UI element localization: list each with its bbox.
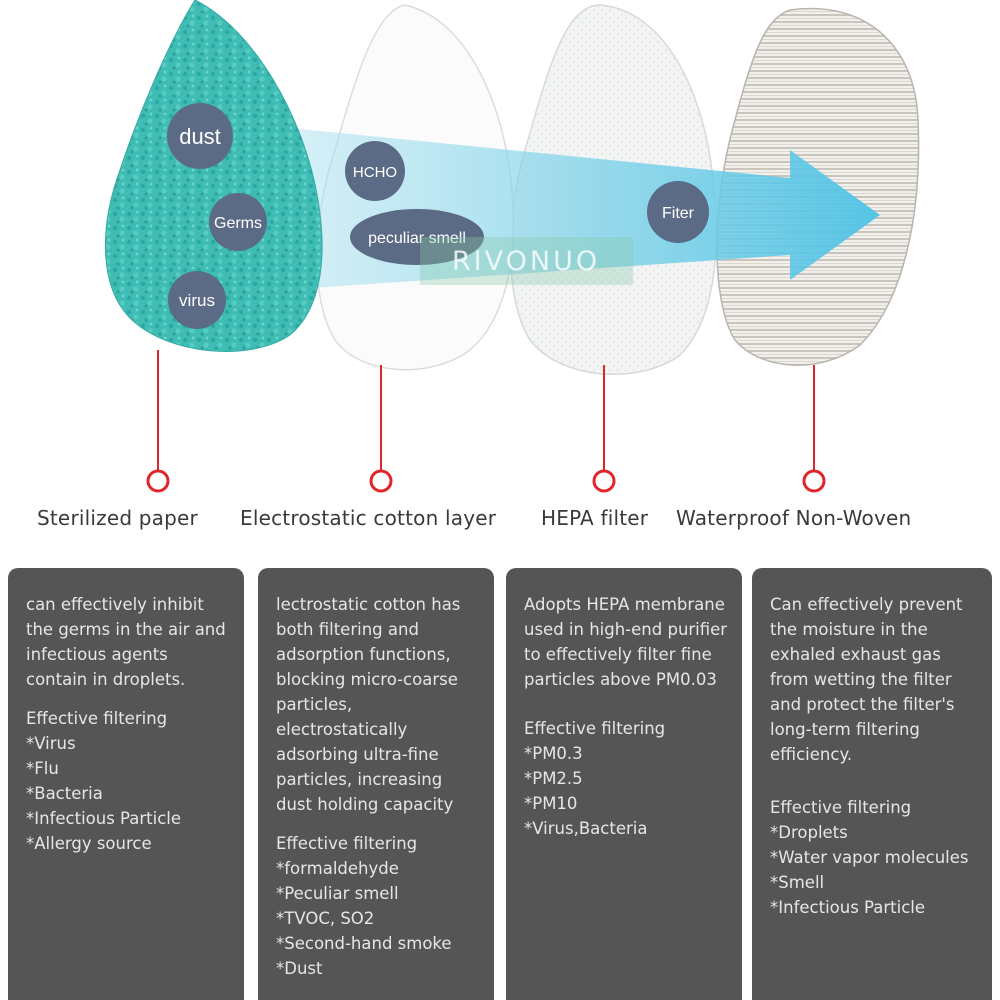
- filter-item: *Infectious Particle: [26, 809, 182, 828]
- description-line: long-term filtering: [770, 720, 920, 739]
- germs-bubble: [209, 193, 267, 251]
- description-line: lectrostatic cotton has: [276, 595, 461, 614]
- description-line: Can effectively prevent: [770, 595, 963, 614]
- effective-filtering-heading: Effective filtering: [524, 719, 666, 738]
- connector-dot-3: [592, 469, 616, 493]
- filter-item: *Bacteria: [26, 784, 103, 803]
- filter-item: *Virus: [26, 734, 76, 753]
- layer-title-sterilized-paper: Sterilized paper: [37, 506, 198, 530]
- description-line: electrostatically: [276, 720, 408, 739]
- description-line: efficiency.: [770, 745, 853, 764]
- filter-item: *Second-hand smoke: [276, 934, 452, 953]
- card-description: Adopts HEPA membrane used in high-end pu…: [524, 592, 732, 692]
- description-line: used in high-end purifier: [524, 620, 728, 639]
- description-line: contain in droplets.: [26, 670, 186, 689]
- peculiar-smell-bubble: [350, 209, 484, 265]
- germs-label: Germs: [214, 215, 262, 232]
- card-sterilized-paper: can effectively inhibit the germs in the…: [8, 568, 244, 1000]
- filter-layers-illustration: dust Germs virus HCHO peculiar smell Fit…: [104, 0, 920, 493]
- description-line: from wetting the filter: [770, 670, 952, 689]
- filter-item: *Virus,Bacteria: [524, 819, 648, 838]
- description-line: dust holding capacity: [276, 795, 454, 814]
- hcho-bubble: [345, 141, 405, 201]
- filter-item: *PM10: [524, 794, 578, 813]
- description-line: particles, increasing: [276, 770, 443, 789]
- hcho-label: HCHO: [353, 164, 397, 181]
- description-line: particles,: [276, 695, 353, 714]
- effective-filtering-heading: Effective filtering: [26, 709, 168, 728]
- connector-dot-2: [369, 469, 393, 493]
- card-description: lectrostatic cotton has both filtering a…: [276, 592, 484, 817]
- watermark-text: RIVONUO: [452, 246, 600, 277]
- effective-filtering-heading: Effective filtering: [276, 834, 418, 853]
- virus-label: virus: [179, 291, 215, 310]
- filter-item: *TVOC, SO2: [276, 909, 375, 928]
- connector-dot-4: [802, 469, 826, 493]
- card-hepa-filter: Adopts HEPA membrane used in high-end pu…: [506, 568, 742, 1000]
- description-line: blocking micro-coarse: [276, 670, 458, 689]
- filter-item: *Dust: [276, 959, 323, 978]
- filter-item: *PM0.3: [524, 744, 583, 763]
- filter-item: *Droplets: [770, 823, 848, 842]
- description-line: the moisture in the: [770, 620, 928, 639]
- description-line: both filtering and: [276, 620, 419, 639]
- sterilized-paper-layer: [104, 0, 323, 352]
- effective-filtering-list: Effective filtering *Virus *Flu *Bacteri…: [26, 706, 234, 856]
- layer-title-hepa: HEPA filter: [541, 506, 649, 530]
- peculiar-smell-label: peculiar smell: [368, 230, 466, 247]
- effective-filtering-list: Effective filtering *PM0.3 *PM2.5 *PM10 …: [524, 716, 732, 841]
- effective-filtering-heading: Effective filtering: [770, 798, 912, 817]
- layer-title-waterproof-nonwoven: Waterproof Non-Woven: [676, 506, 912, 530]
- filter-item: *Allergy source: [26, 834, 152, 853]
- card-description: can effectively inhibit the germs in the…: [26, 592, 234, 692]
- card-description: Can effectively prevent the moisture in …: [770, 592, 982, 767]
- description-line: to effectively filter fine: [524, 645, 712, 664]
- dust-bubble: [167, 103, 233, 169]
- connector-dot-1: [146, 469, 170, 493]
- description-line: infectious agents: [26, 645, 168, 664]
- description-line: particles above PM0.03: [524, 670, 717, 689]
- description-line: adsorbing ultra-fine: [276, 745, 439, 764]
- filter-item: *Water vapor molecules: [770, 848, 969, 867]
- filter-bubble: [647, 181, 709, 243]
- filter-item: *Peculiar smell: [276, 884, 399, 903]
- filter-item: *Infectious Particle: [770, 898, 926, 917]
- description-line: and protect the filter's: [770, 695, 955, 714]
- description-line: exhaled exhaust gas: [770, 645, 941, 664]
- filter-item: *Flu: [26, 759, 59, 778]
- effective-filtering-list: Effective filtering *Droplets *Water vap…: [770, 795, 982, 920]
- layer-title-electrostatic-cotton: Electrostatic cotton layer: [240, 506, 497, 530]
- description-line: Adopts HEPA membrane: [524, 595, 725, 614]
- filter-label: Fiter: [662, 205, 695, 222]
- watermark-box: [420, 237, 633, 285]
- filter-item: *PM2.5: [524, 769, 583, 788]
- filter-item: *formaldehyde: [276, 859, 399, 878]
- description-line: the germs in the air and: [26, 620, 226, 639]
- card-waterproof-nonwoven: Can effectively prevent the moisture in …: [752, 568, 992, 1000]
- dust-label: dust: [179, 124, 221, 149]
- virus-bubble: [168, 271, 226, 329]
- filter-item: *Smell: [770, 873, 825, 892]
- effective-filtering-list: Effective filtering *formaldehyde *Pecul…: [276, 831, 484, 981]
- description-line: adsorption functions,: [276, 645, 451, 664]
- card-electrostatic-cotton: lectrostatic cotton has both filtering a…: [258, 568, 494, 1000]
- description-line: can effectively inhibit: [26, 595, 204, 614]
